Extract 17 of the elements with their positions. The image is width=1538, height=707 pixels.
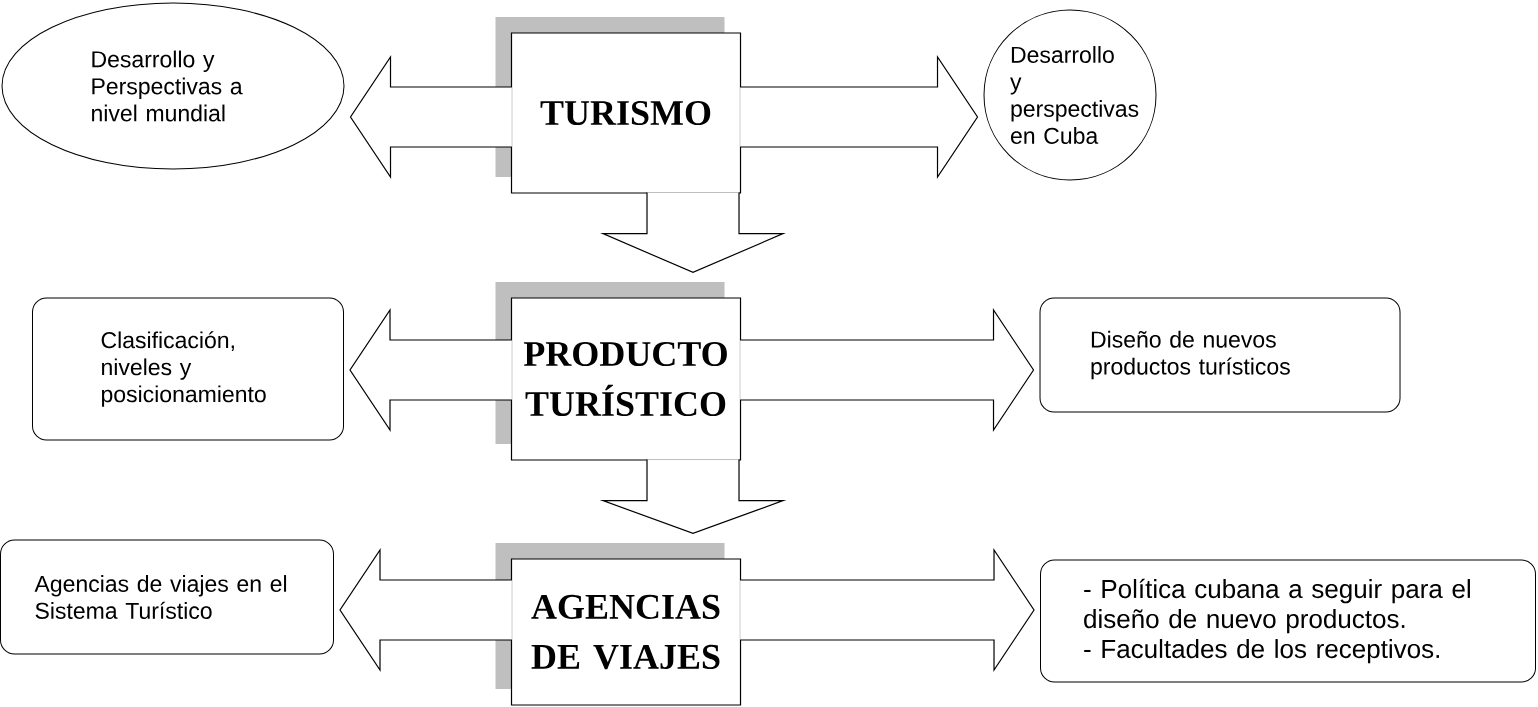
title-box: TURISMO	[495, 17, 742, 194]
title-box: AGENCIAS DE VIAJES	[495, 543, 742, 706]
block-arrow	[739, 308, 1035, 432]
block-arrow	[349, 55, 513, 179]
block-arrow	[599, 459, 787, 535]
text-box: Diseño de nuevos productos turísticos	[1039, 297, 1401, 413]
text-box: - Política cubana a seguir para el diseño de nuevo productos. - Facultades de los receptivos.	[1040, 559, 1536, 683]
text-box: Clasificación, niveles y posicionamiento	[32, 297, 344, 441]
block-arrow	[349, 308, 513, 432]
text-box: Agencias de viajes en el Sistema Turístico	[0, 539, 334, 655]
block-arrow	[739, 548, 1035, 672]
oval: Desarrollo y perspectivas en Cuba	[983, 9, 1157, 181]
oval: Desarrollo y Perspectivas a nivel mundial	[1, 2, 345, 170]
block-arrow	[339, 548, 513, 672]
block-arrow	[600, 192, 786, 274]
block-arrow	[739, 55, 979, 179]
title-box: PRODUCTO TURÍSTICO	[495, 282, 742, 461]
